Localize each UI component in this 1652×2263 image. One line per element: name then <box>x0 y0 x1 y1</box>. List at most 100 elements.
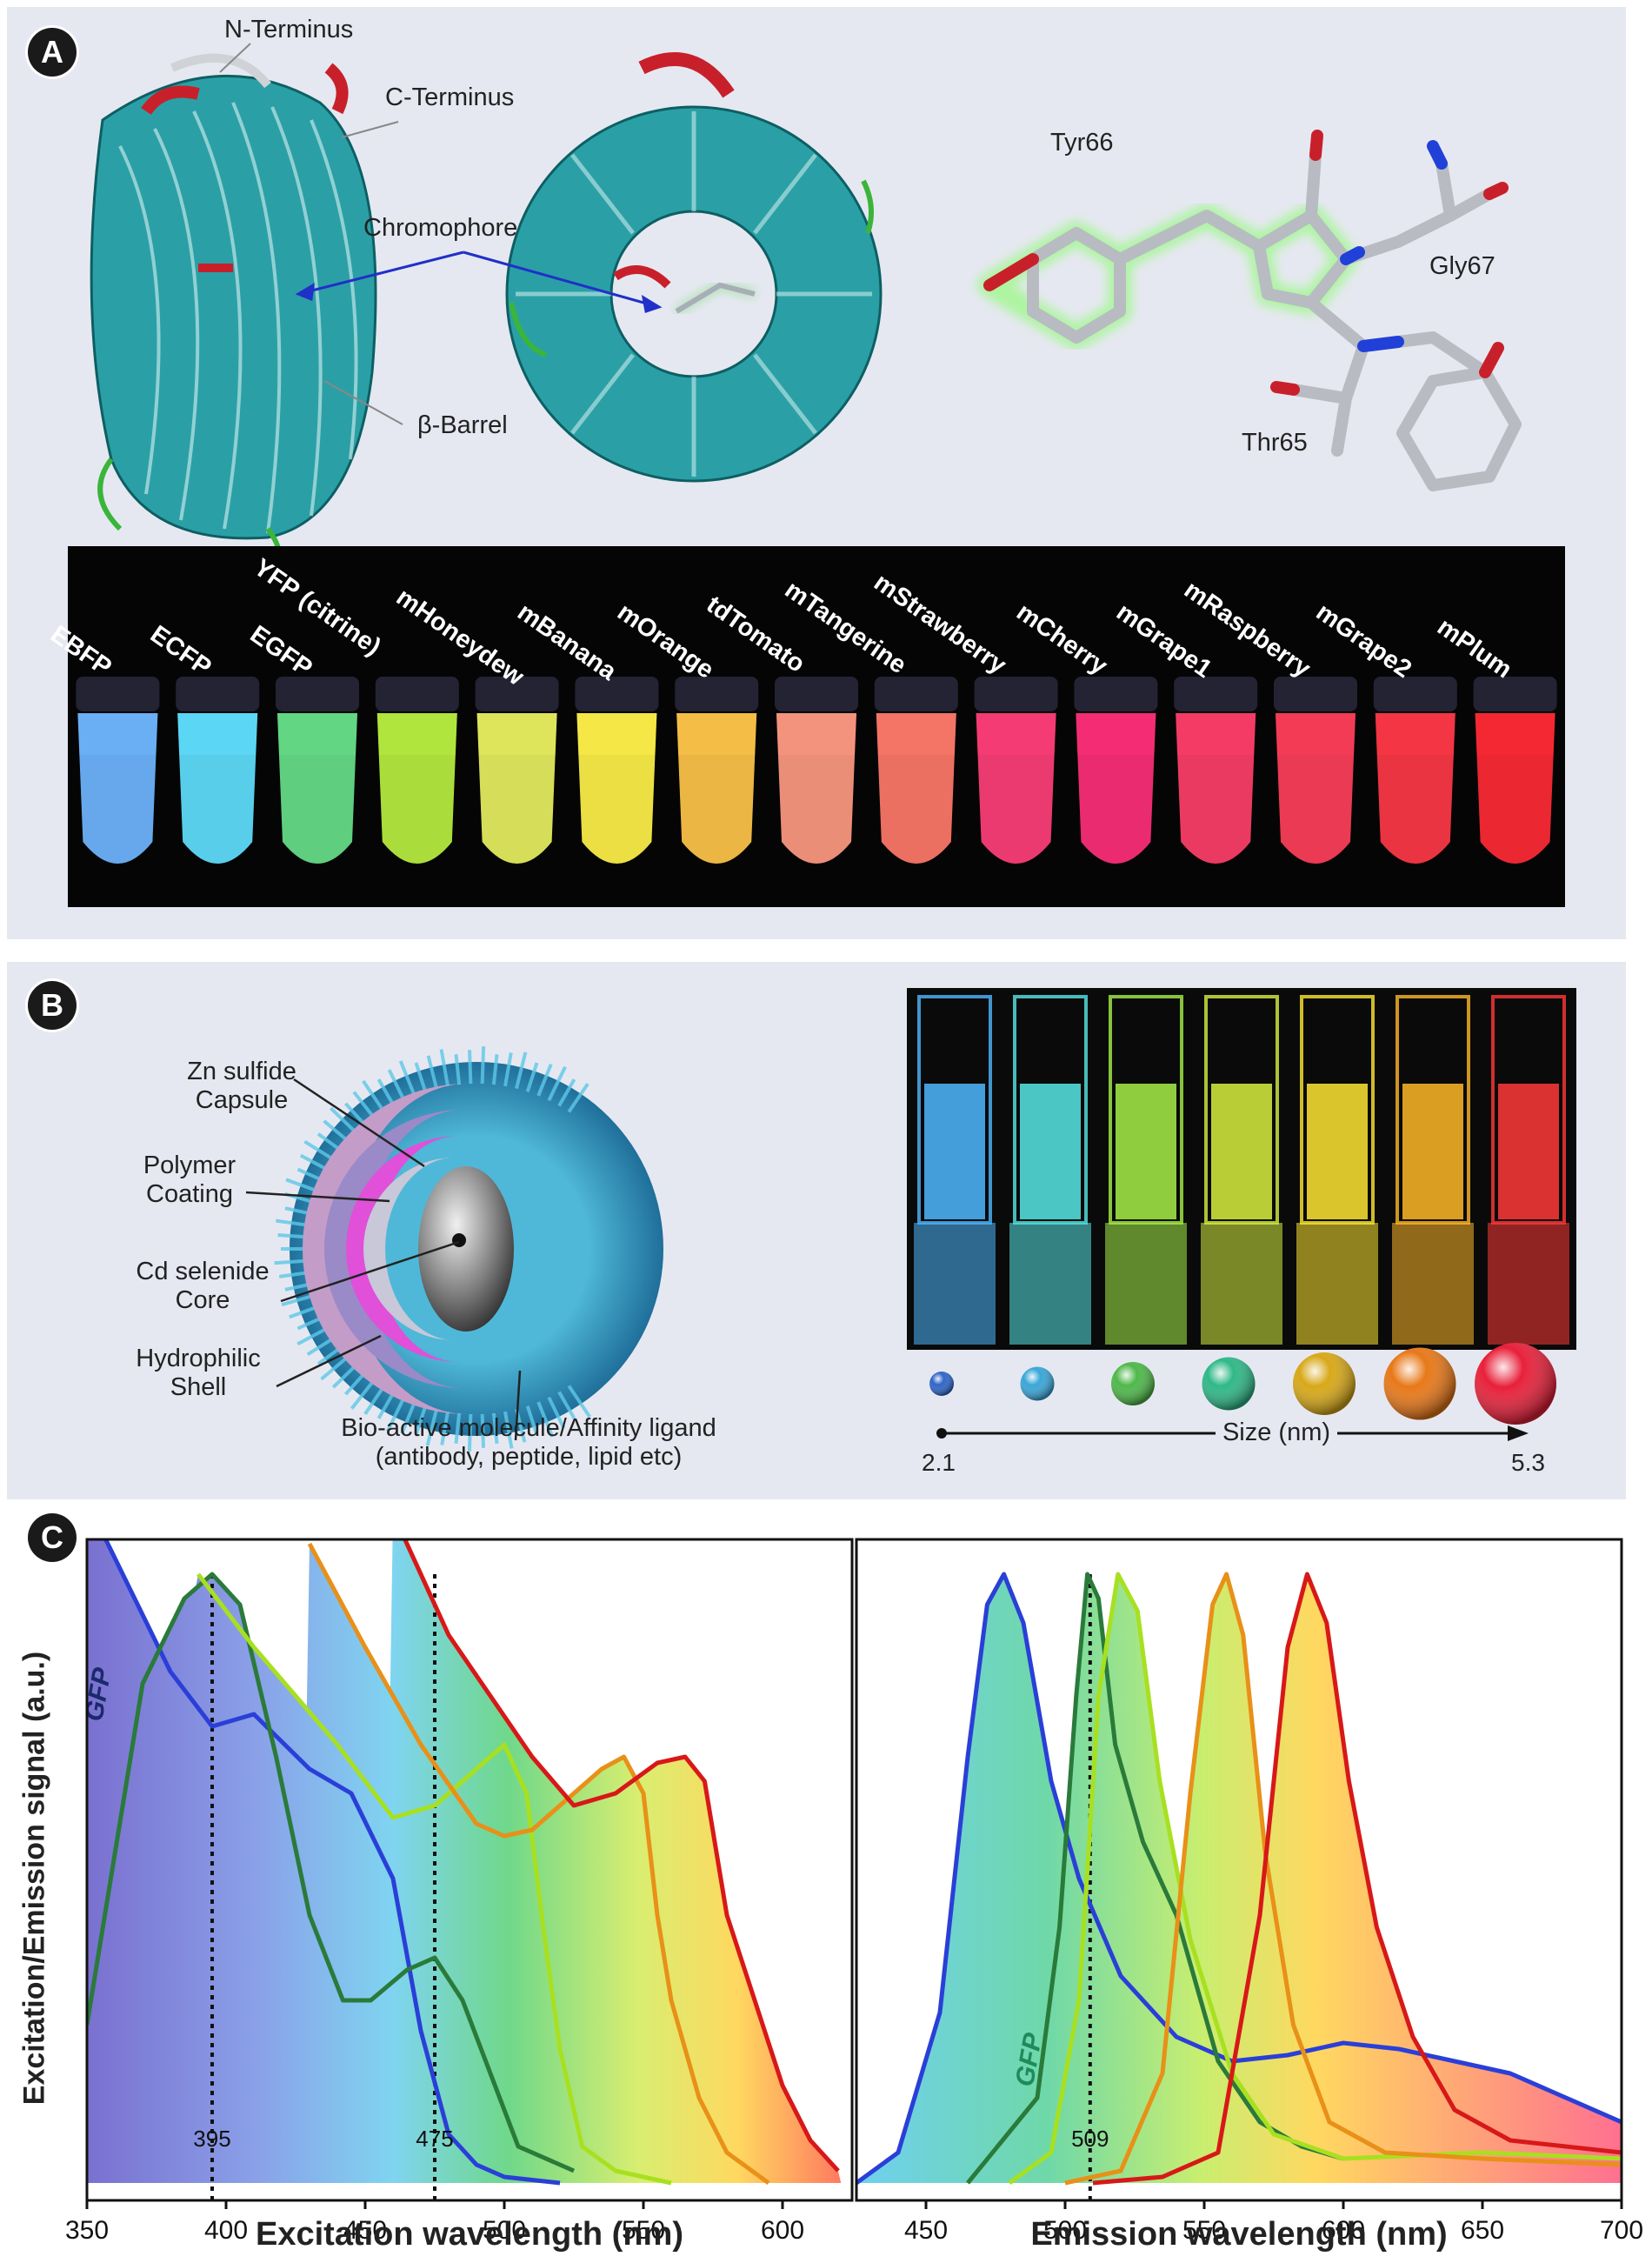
series-line-3 <box>1064 1572 1622 2186</box>
panel-b-badge: B <box>28 981 77 1030</box>
dot-shade <box>1475 1343 1556 1425</box>
tube-body <box>876 713 956 864</box>
cd-selenide-line1: Cd selenide <box>136 1258 270 1285</box>
dot-shade <box>1111 1362 1155 1405</box>
quantum-dot-3 <box>1202 1357 1256 1411</box>
shell-spike <box>330 1106 359 1136</box>
x-tick-label: 500 <box>1043 2216 1087 2245</box>
tube-body <box>1076 713 1156 864</box>
shell-spike <box>400 1401 416 1435</box>
size-max-label: 5.3 <box>1511 1449 1545 1476</box>
panel-b: B Zn sulfide Capsule Polymer Coating Cd … <box>7 962 1626 1499</box>
series-line-2 <box>197 1572 672 2186</box>
x-tick-label: 600 <box>1322 2216 1365 2245</box>
n-terminus-label: N-Terminus <box>224 16 354 43</box>
tube-cap <box>1473 677 1557 711</box>
cuvette-5 <box>1392 995 1474 1345</box>
cuvette-reflection <box>1009 1223 1091 1345</box>
x-tick-label: 500 <box>483 2216 526 2245</box>
x-tick-label: 600 <box>761 2216 804 2245</box>
label-leaders <box>219 43 403 425</box>
zn-sulfide-line2: Capsule <box>195 1086 289 1114</box>
x-tick-label: 550 <box>622 2216 665 2245</box>
plot-frame <box>85 1538 854 2202</box>
tube-body <box>177 713 258 864</box>
emission-x-label: Emission wavelength (nm) <box>1030 2216 1448 2253</box>
tube-cap <box>1174 677 1258 711</box>
tube-body <box>1176 713 1256 864</box>
tube-top <box>976 713 1056 755</box>
shell-spike <box>503 1411 514 1449</box>
panel-c-badge: C <box>28 1513 77 1562</box>
plot-frame <box>855 1538 1623 2202</box>
shell-spike <box>454 1054 462 1085</box>
cuvette-liquid <box>1307 1084 1368 1219</box>
shell-spike <box>525 1062 539 1092</box>
shell-spike <box>439 1049 450 1087</box>
gly67-label: Gly67 <box>1429 252 1495 280</box>
tube-top <box>1076 713 1156 755</box>
polymer-line2: Coating <box>146 1180 233 1208</box>
peak-annotation: 395 <box>193 2126 230 2152</box>
tube-cap <box>276 677 359 711</box>
chromophore-stick-model <box>977 130 1522 491</box>
peak-annotation: 509 <box>1071 2126 1109 2152</box>
tube-cap <box>874 677 958 711</box>
shell-spike <box>386 1396 406 1432</box>
tube-top <box>1475 713 1555 755</box>
tube-cap <box>974 677 1058 711</box>
tube-cap <box>176 677 260 711</box>
cuvette-liquid <box>1498 1084 1559 1219</box>
tube-top <box>576 713 657 755</box>
cuvette-0 <box>914 995 996 1345</box>
chromophore-arrows <box>295 250 663 313</box>
panel-a-badge: A <box>28 28 77 77</box>
series-line-1 <box>966 1572 1344 2185</box>
hydrophilic-line1: Hydrophilic <box>136 1345 261 1372</box>
tube-cap <box>1074 677 1158 711</box>
shell-spike <box>525 1405 539 1436</box>
tube-body <box>676 713 757 864</box>
size-axis <box>936 1425 1529 1441</box>
dot-shade <box>1020 1366 1055 1401</box>
cuvette-reflection <box>1201 1223 1282 1345</box>
tube-cap <box>775 677 858 711</box>
shell-spike <box>376 1078 396 1107</box>
x-tick-label: 550 <box>1182 2216 1226 2245</box>
quantum-dot-6 <box>1475 1343 1556 1425</box>
quantum-dot-4 <box>1293 1352 1356 1415</box>
cuvette-liquid <box>1211 1084 1272 1219</box>
tube-cap <box>475 677 559 711</box>
shell-spike <box>440 1411 450 1445</box>
quantum-dot-5 <box>1383 1347 1456 1420</box>
tube-body <box>1475 713 1555 864</box>
cuvette-liquid <box>1402 1084 1463 1219</box>
tube-14: mPlum <box>1432 613 1557 864</box>
tube-body <box>376 713 457 864</box>
shell-spike <box>480 1046 486 1085</box>
tube-body <box>776 713 856 864</box>
shell-spike <box>536 1401 555 1438</box>
quantum-dot-1 <box>1020 1366 1055 1401</box>
cd-selenide-label: Cd selenide Core <box>116 1258 290 1315</box>
shell-spike <box>454 1412 462 1444</box>
cuvette-1 <box>1009 995 1091 1345</box>
series-line-4 <box>402 1539 840 2173</box>
tube-top <box>776 713 856 755</box>
polymer-coating-label: Polymer Coating <box>120 1152 259 1209</box>
x-tick-label: 450 <box>904 2216 948 2245</box>
tube-cap <box>675 677 759 711</box>
series-line-2 <box>1008 1572 1622 2186</box>
panel-b-artwork <box>245 988 1576 1452</box>
bio-active-line1: Bio-active molecule/Affinity ligand <box>341 1414 716 1442</box>
cuvette-4 <box>1296 995 1378 1345</box>
tube-body <box>1375 713 1455 864</box>
tube-top <box>177 713 258 755</box>
chromophore-label: Chromophore <box>363 214 518 242</box>
shell-spike <box>398 1060 416 1097</box>
tube-body <box>1276 713 1356 864</box>
zn-sulfide-line1: Zn sulfide <box>187 1058 296 1085</box>
shell-spike <box>425 1408 438 1446</box>
dot-shade <box>1202 1357 1256 1411</box>
